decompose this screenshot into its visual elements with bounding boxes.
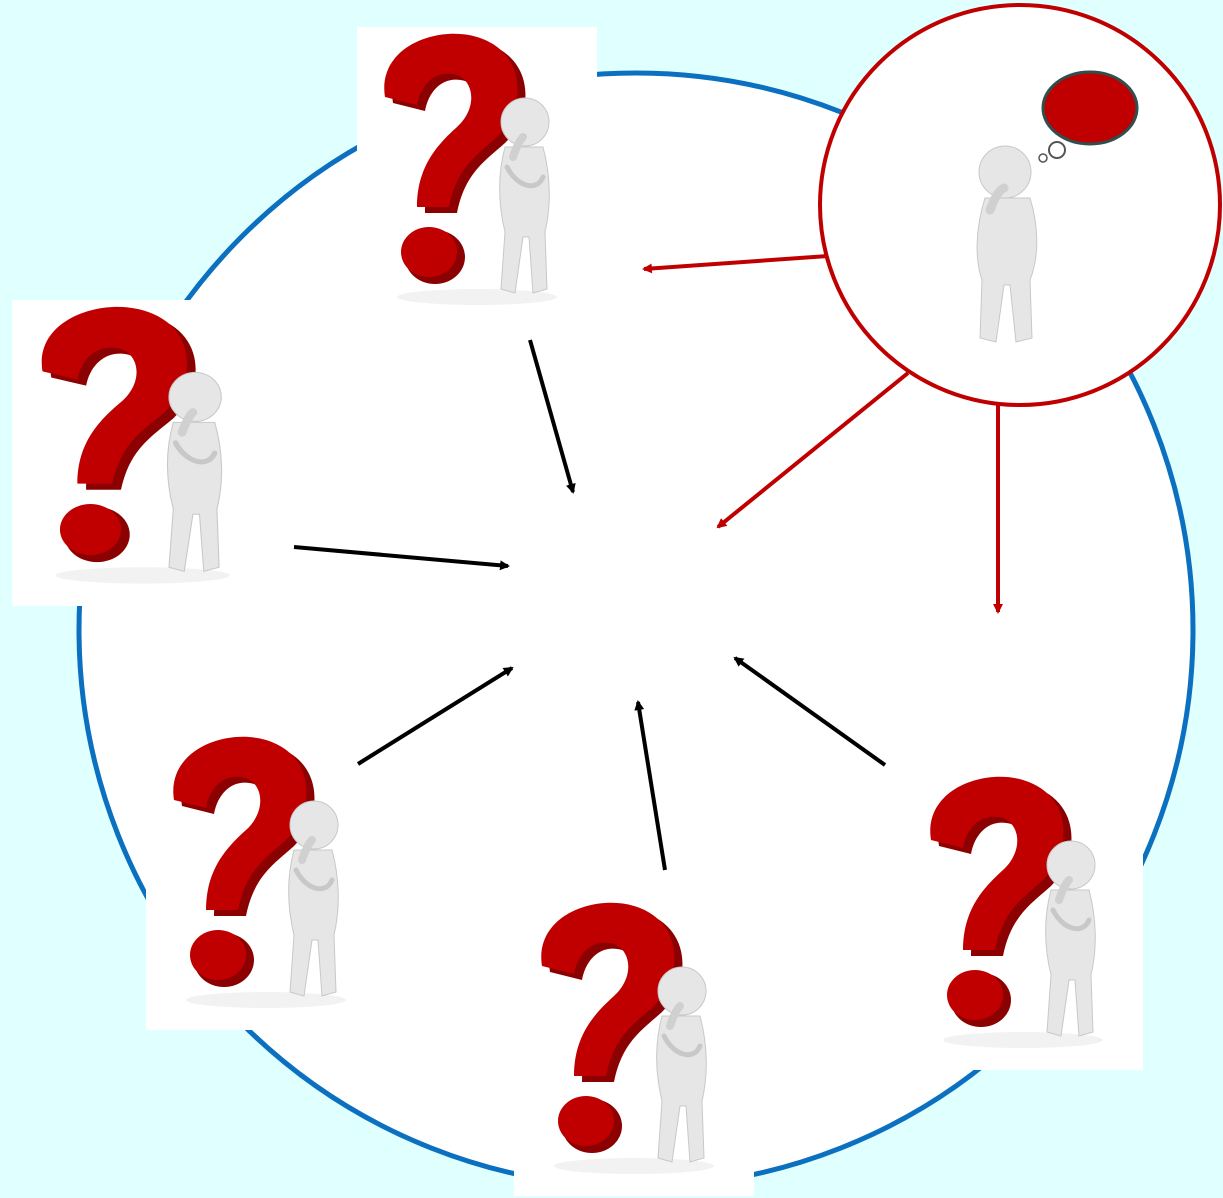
thought-bubble: [1043, 72, 1137, 144]
confused-figure-top: [357, 27, 597, 327]
confused-figure-bottom: [514, 896, 754, 1196]
confused-figure-bottom-left: [146, 730, 386, 1030]
thinker-with-idea: [820, 5, 1220, 405]
confused-figure-left: [12, 300, 274, 606]
confused-figure-bottom-right: [903, 770, 1143, 1070]
